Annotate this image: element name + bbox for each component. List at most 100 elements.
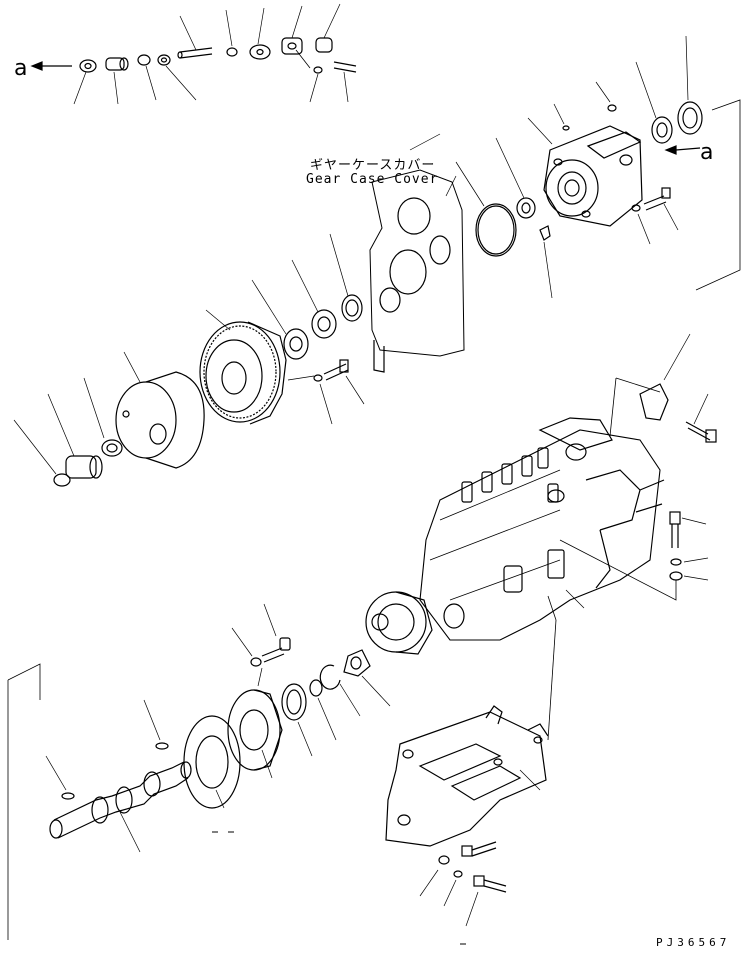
cover-port bbox=[397, 197, 431, 235]
leader bbox=[663, 203, 679, 231]
shaft-spline bbox=[91, 796, 109, 824]
bracket-bolt-shank bbox=[471, 847, 497, 857]
hex-nut bbox=[343, 649, 371, 677]
mounting-bracket-group bbox=[385, 595, 557, 945]
gasket-bore bbox=[682, 107, 698, 129]
arrow-a-left-head bbox=[30, 61, 43, 71]
gear-group bbox=[13, 233, 365, 487]
timer-bolt-washer bbox=[250, 657, 262, 667]
bracket-washer bbox=[438, 855, 450, 865]
housing-bolt-hole bbox=[581, 210, 591, 218]
bracket-bolt-head bbox=[461, 845, 473, 857]
shaft-lower-edge bbox=[57, 777, 189, 839]
housing-bolt-hole bbox=[553, 158, 563, 166]
feed-pump bbox=[503, 565, 523, 593]
flange-plate bbox=[249, 44, 271, 60]
leader bbox=[123, 351, 141, 383]
gasket-ring bbox=[157, 54, 171, 66]
bracket-window bbox=[450, 765, 522, 801]
timer-bolt-shank bbox=[263, 653, 285, 663]
delivery-valve-holder bbox=[537, 447, 549, 469]
oil-seal-small-bore bbox=[521, 202, 531, 214]
timer-hub bbox=[377, 603, 415, 641]
large-o-ring-inner bbox=[477, 205, 515, 255]
shim bbox=[309, 679, 323, 697]
housing-top-boss bbox=[586, 131, 642, 159]
gear-case-cover-group bbox=[369, 133, 465, 373]
drive-housing-group bbox=[495, 35, 741, 299]
circlip bbox=[319, 664, 341, 690]
housing-shaft-hole bbox=[564, 179, 580, 197]
gear-web bbox=[205, 339, 263, 413]
leader bbox=[145, 65, 157, 101]
leader bbox=[319, 383, 333, 425]
pump-port bbox=[547, 489, 565, 503]
pump-drive-end bbox=[443, 603, 465, 629]
oil-seal-bore bbox=[656, 122, 668, 138]
leader bbox=[291, 259, 319, 313]
timer-housing bbox=[365, 591, 427, 653]
housing-flange bbox=[545, 159, 599, 217]
flange-gasket bbox=[183, 715, 241, 809]
large-o-ring bbox=[475, 203, 517, 257]
union-nut bbox=[79, 59, 97, 73]
link-line bbox=[609, 377, 617, 437]
coupling-washer bbox=[101, 439, 123, 457]
stud-bolt-head bbox=[669, 511, 681, 525]
housing-bolt-shank bbox=[645, 201, 667, 211]
link-line bbox=[547, 595, 557, 621]
small-washer bbox=[226, 47, 238, 57]
link-line bbox=[295, 49, 311, 69]
leader bbox=[527, 117, 553, 145]
shaft-spline bbox=[143, 771, 161, 797]
housing-port bbox=[619, 154, 633, 166]
leader bbox=[45, 755, 67, 791]
leader bbox=[455, 161, 485, 207]
gasket-ring-hole bbox=[160, 57, 168, 63]
bracket-bolt-shank bbox=[483, 879, 507, 887]
leader bbox=[519, 769, 541, 791]
delivery-valve-holder bbox=[547, 483, 559, 503]
bracket-bolt-head bbox=[705, 429, 717, 443]
union-nut-bore bbox=[84, 62, 92, 70]
cap-nut bbox=[315, 37, 333, 53]
leader bbox=[329, 233, 349, 297]
coupling-washer-bore bbox=[106, 443, 118, 453]
lever-bracket bbox=[639, 383, 669, 421]
pump-housing bbox=[419, 429, 661, 641]
gear-case-cover-label-jp: ギヤーケースカバー bbox=[310, 158, 436, 173]
link-line bbox=[257, 667, 263, 687]
right-bracket-group bbox=[559, 333, 717, 609]
pump-body-edge bbox=[429, 509, 561, 561]
bracket-window bbox=[418, 743, 502, 781]
housing-bolt-head bbox=[661, 187, 671, 199]
leader bbox=[595, 81, 611, 103]
leader bbox=[343, 71, 349, 103]
reference-mark-left: a bbox=[14, 56, 28, 81]
leader bbox=[83, 377, 105, 439]
coupling-drum-body bbox=[145, 371, 205, 469]
leader bbox=[47, 393, 75, 457]
bracket-hole bbox=[402, 749, 414, 759]
drive-shaft-group bbox=[7, 663, 192, 940]
coupling-bore bbox=[149, 423, 167, 445]
bracket-hole bbox=[493, 758, 503, 766]
delivery-valve-holder bbox=[461, 481, 473, 503]
banjo-block-bore bbox=[287, 42, 297, 50]
housing-bore bbox=[557, 171, 587, 205]
gear-teeth bbox=[203, 325, 277, 419]
cover-foot bbox=[373, 340, 385, 373]
shaft-collar bbox=[115, 786, 133, 814]
delivery-valve-holder bbox=[501, 463, 513, 485]
stud-end bbox=[177, 51, 183, 59]
spring-washer bbox=[670, 558, 682, 566]
link-line bbox=[547, 619, 557, 741]
side-cover bbox=[547, 549, 565, 579]
snap-ring bbox=[53, 473, 71, 487]
gear-hub bbox=[221, 361, 247, 395]
pump-drive-gear bbox=[199, 321, 281, 423]
shaft-end bbox=[180, 761, 192, 779]
frame-line bbox=[7, 663, 41, 700]
